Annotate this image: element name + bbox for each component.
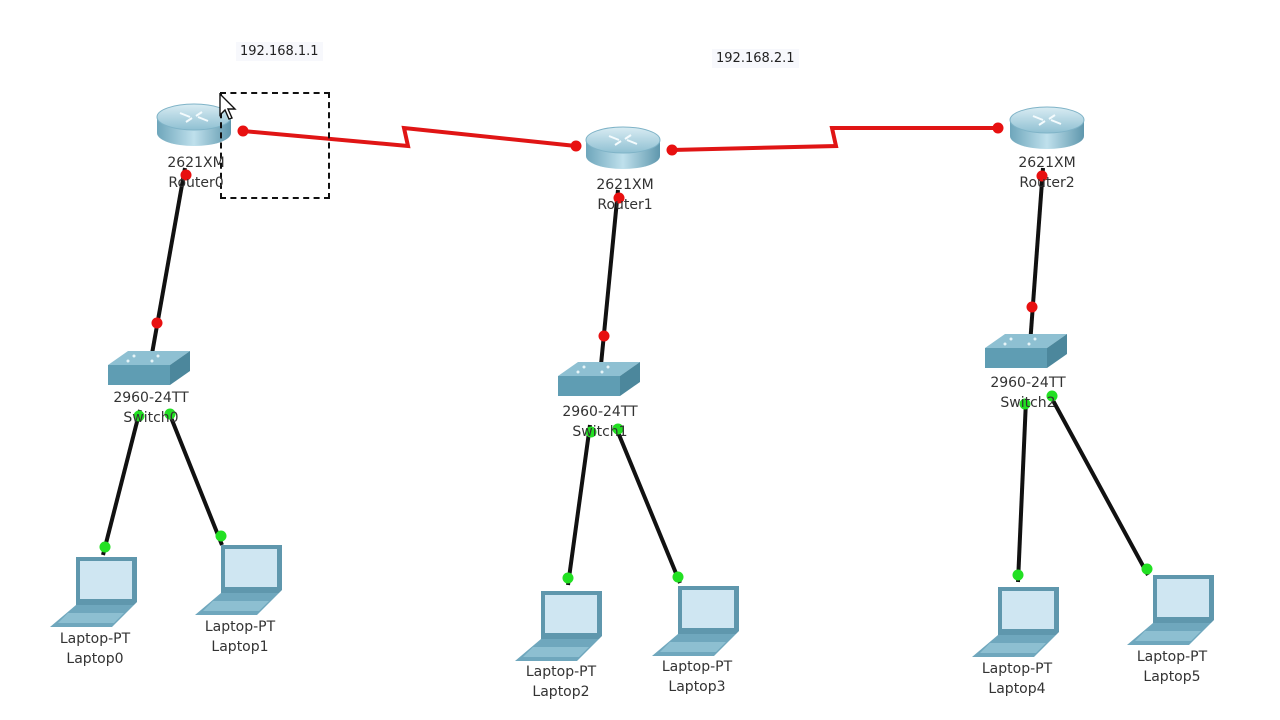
laptop2-model: Laptop-PT — [525, 664, 597, 680]
link-switch2-laptop4[interactable] — [1016, 399, 1028, 583]
port-status-up — [215, 530, 227, 542]
laptop4-label: Laptop-PT Laptop4 — [982, 659, 1052, 699]
link-switch1-laptop2[interactable] — [566, 424, 592, 586]
port-status-down — [992, 122, 1004, 134]
laptop5-name: Laptop5 — [1143, 669, 1201, 685]
router1-name: Router1 — [597, 197, 653, 213]
switch0-name: Switch0 — [123, 410, 179, 426]
router0-label: 2621XM Router0 — [167, 153, 224, 193]
port-status-up — [585, 426, 597, 438]
link-switch0-laptop0[interactable] — [101, 409, 142, 556]
mouse-pointer-icon — [219, 93, 237, 120]
link-router1-switch1[interactable] — [598, 189, 620, 376]
laptop5-label: Laptop-PT Laptop5 — [1137, 647, 1207, 687]
switch0-model: 2960-24TT — [113, 390, 189, 406]
laptop3-label: Laptop-PT Laptop3 — [662, 657, 732, 697]
switch1-name: Switch1 — [572, 424, 628, 440]
port-status-down — [1036, 170, 1048, 182]
port-status-down — [613, 192, 625, 204]
laptop2-name: Laptop2 — [532, 684, 590, 700]
serial-link-router0-router1[interactable] — [242, 125, 577, 149]
port-status-up — [99, 541, 111, 553]
router2-model: 2621XM — [1018, 155, 1076, 171]
laptop1-model: Laptop-PT — [204, 619, 276, 635]
switch2-icon[interactable] — [985, 334, 1067, 368]
port-status-down — [570, 140, 582, 152]
switch1-icon[interactable] — [558, 362, 640, 396]
laptop2-icon[interactable] — [515, 591, 602, 661]
note-ip-router0[interactable]: 192.168.1.1 — [236, 42, 323, 61]
link-router2-switch2[interactable] — [1028, 167, 1045, 346]
laptop1-label: Laptop-PT Laptop1 — [205, 617, 275, 657]
link-switch1-laptop3[interactable] — [613, 424, 682, 584]
switch0-label: 2960-24TT Switch0 — [113, 388, 188, 428]
port-status-down — [151, 317, 163, 329]
router2-icon[interactable] — [1009, 106, 1085, 149]
router0-model: 2621XM — [167, 155, 225, 171]
laptop0-icon[interactable] — [50, 557, 137, 627]
port-status-up — [1046, 390, 1058, 402]
selection-rectangle — [220, 92, 330, 199]
laptop0-name: Laptop0 — [66, 651, 124, 667]
port-status-down — [666, 144, 678, 156]
laptop3-model: Laptop-PT — [661, 659, 733, 675]
router0-name: Router0 — [168, 175, 224, 191]
port-status-up — [1012, 569, 1024, 581]
port-status-up — [1019, 398, 1031, 410]
port-status-up — [1141, 563, 1153, 575]
router2-label: 2621XM Router2 — [1018, 153, 1075, 193]
laptop1-icon[interactable] — [195, 545, 282, 615]
switch2-name: Switch2 — [1000, 395, 1056, 411]
note-ip-router1[interactable]: 192.168.2.1 — [712, 49, 799, 68]
port-status-up — [612, 423, 624, 435]
laptop0-model: Laptop-PT — [59, 631, 131, 647]
laptop3-icon[interactable] — [652, 586, 739, 656]
router1-label: 2621XM Router1 — [596, 175, 653, 215]
port-status-up — [133, 410, 145, 422]
switch0-icon[interactable] — [108, 351, 190, 385]
link-switch0-laptop1[interactable] — [166, 409, 224, 546]
port-status-down — [598, 330, 610, 342]
serial-link-router1-router2[interactable] — [671, 126, 998, 152]
switch2-model: 2960-24TT — [990, 375, 1066, 391]
switch1-model: 2960-24TT — [562, 404, 638, 420]
laptop0-label: Laptop-PT Laptop0 — [60, 629, 130, 669]
port-status-up — [562, 572, 574, 584]
router1-icon[interactable] — [585, 126, 661, 169]
port-status-down — [180, 169, 192, 181]
laptop5-icon[interactable] — [1127, 575, 1214, 645]
switch1-label: 2960-24TT Switch1 — [562, 402, 637, 442]
link-switch2-laptop5[interactable] — [1048, 394, 1150, 576]
port-status-down — [237, 125, 249, 137]
laptop3-name: Laptop3 — [668, 679, 726, 695]
laptop4-model: Laptop-PT — [981, 661, 1053, 677]
port-status-up — [164, 408, 176, 420]
router0-icon[interactable] — [156, 103, 232, 146]
router2-name: Router2 — [1019, 175, 1075, 191]
link-router0-switch0[interactable] — [148, 167, 187, 366]
laptop1-name: Laptop1 — [211, 639, 269, 655]
laptop5-model: Laptop-PT — [1136, 649, 1208, 665]
port-status-down — [1026, 301, 1038, 313]
port-status-up — [672, 571, 684, 583]
laptop2-label: Laptop-PT Laptop2 — [526, 662, 596, 702]
laptop4-icon[interactable] — [972, 587, 1059, 657]
switch2-label: 2960-24TT Switch2 — [990, 373, 1065, 413]
router1-model: 2621XM — [596, 177, 654, 193]
laptop4-name: Laptop4 — [988, 681, 1046, 697]
